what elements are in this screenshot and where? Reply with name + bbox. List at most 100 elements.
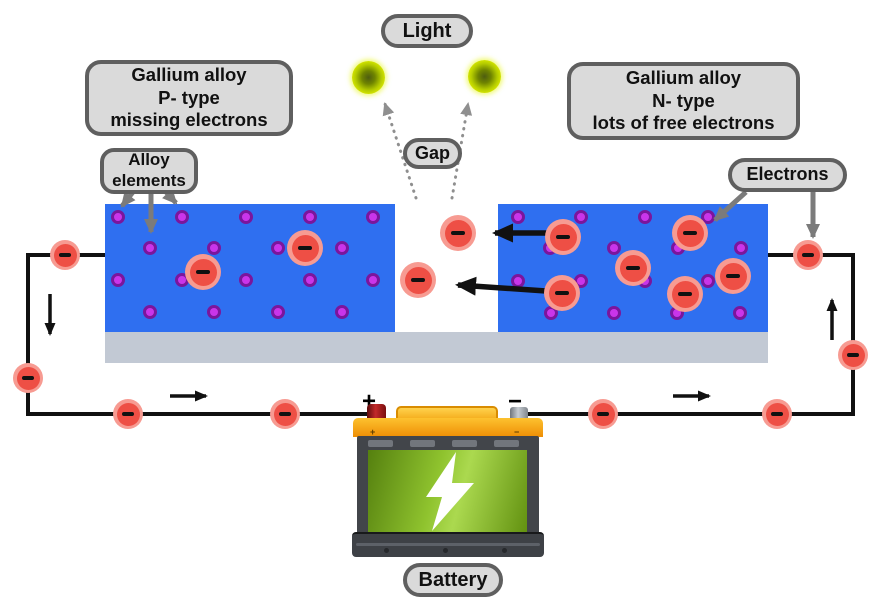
electron [185, 254, 221, 290]
alloy-element-dot [638, 210, 652, 224]
electron-core [291, 234, 319, 262]
light-label: Light [381, 14, 473, 48]
minus-icon [411, 277, 425, 283]
alloy-element-dot [271, 241, 285, 255]
electron-core [676, 219, 704, 247]
electron-core [765, 402, 789, 426]
electron [615, 250, 651, 286]
alloy-element-dot [303, 210, 317, 224]
electron [270, 399, 300, 429]
electron [113, 399, 143, 429]
battery-stand-bolt [443, 548, 448, 553]
minus-icon [626, 265, 640, 271]
alloy-element-dot [303, 273, 317, 287]
alloy-element-dot [607, 306, 621, 320]
electron [667, 276, 703, 312]
alloy-element-dot [366, 273, 380, 287]
alloy-element-dot [175, 210, 189, 224]
minus-icon [196, 269, 210, 275]
minus-icon [556, 234, 570, 240]
alloy-element-dot [143, 305, 157, 319]
minus-icon [298, 245, 312, 251]
alloy-elements-label: Alloy elements [100, 148, 198, 194]
electron [287, 230, 323, 266]
minus-icon [122, 412, 134, 416]
electrons-pointer-arrow-1 [713, 190, 748, 222]
alloy-element-dot [207, 241, 221, 255]
electrons-label: Electrons [728, 158, 847, 192]
minus-icon [802, 253, 814, 257]
minus-icon [555, 290, 569, 296]
electron-core [591, 402, 615, 426]
lightning-bolt-icon [426, 452, 474, 531]
electron [400, 262, 436, 298]
battery-vent-cap [494, 440, 519, 447]
p-type-line1: Gallium alloy [131, 64, 247, 86]
p-type-label: Gallium alloy P- type missing electrons [85, 60, 293, 136]
battery-label-text: Battery [418, 568, 488, 591]
minus-icon [726, 273, 740, 279]
electron-core [671, 280, 699, 308]
alloy-element-dot [239, 273, 253, 287]
battery-stand-bolt [384, 548, 389, 553]
alloy-line2: elements [112, 171, 186, 190]
electron-core [273, 402, 297, 426]
battery-stand [352, 532, 544, 557]
electrons-label-text: Electrons [746, 164, 829, 185]
minus-icon [847, 353, 859, 357]
battery-vent-cap [368, 440, 393, 447]
electron-core [16, 366, 40, 390]
minus-icon [771, 412, 783, 416]
alloy-element-dot [733, 306, 747, 320]
electron-core [548, 279, 576, 307]
alloy-element-dot [143, 241, 157, 255]
electron-core [404, 266, 432, 294]
light-label-text: Light [402, 19, 452, 42]
electron-core [444, 219, 472, 247]
battery-vent-cap [410, 440, 435, 447]
minus-icon [678, 291, 692, 297]
electron [715, 258, 751, 294]
photon-icon [468, 60, 501, 93]
electron-core [116, 402, 140, 426]
n-type-line3: lots of free electrons [592, 112, 775, 134]
electron-core [189, 258, 217, 286]
alloy-element-dot [335, 305, 349, 319]
minus-icon [597, 412, 609, 416]
battery-stand-groove [356, 543, 540, 546]
electron [588, 399, 618, 429]
electron [440, 215, 476, 251]
electron-core [796, 243, 820, 267]
electron [762, 399, 792, 429]
electron [838, 340, 868, 370]
battery-top-plus-mark: + [370, 427, 376, 437]
n-type-line2: N- type [652, 89, 715, 111]
electron [50, 240, 80, 270]
alloy-element-dot [239, 210, 253, 224]
alloy-element-dot [607, 241, 621, 255]
alloy-element-dot [271, 305, 285, 319]
electron [545, 219, 581, 255]
p-type-line3: missing electrons [110, 109, 268, 131]
battery-stand-bolt [502, 548, 507, 553]
n-type-label: Gallium alloy N- type lots of free elect… [567, 62, 800, 140]
gap-label: Gap [403, 138, 462, 169]
battery-vent-cap [452, 440, 477, 447]
minus-icon [59, 253, 71, 257]
minus-icon [279, 412, 291, 416]
electron [544, 275, 580, 311]
electron-core [549, 223, 577, 251]
photon-path-left [382, 102, 418, 200]
electron-core [53, 243, 77, 267]
alloy-element-dot [366, 210, 380, 224]
minus-icon [683, 230, 697, 236]
alloy-element-dot [701, 210, 715, 224]
photon-icon [352, 61, 385, 94]
alloy-element-dot [207, 305, 221, 319]
minus-icon [22, 376, 34, 380]
semiconductor-base [105, 332, 768, 363]
alloy-line1: Alloy [128, 150, 170, 170]
alloy-pointer-arrow-1 [120, 190, 136, 208]
electron-core [619, 254, 647, 282]
